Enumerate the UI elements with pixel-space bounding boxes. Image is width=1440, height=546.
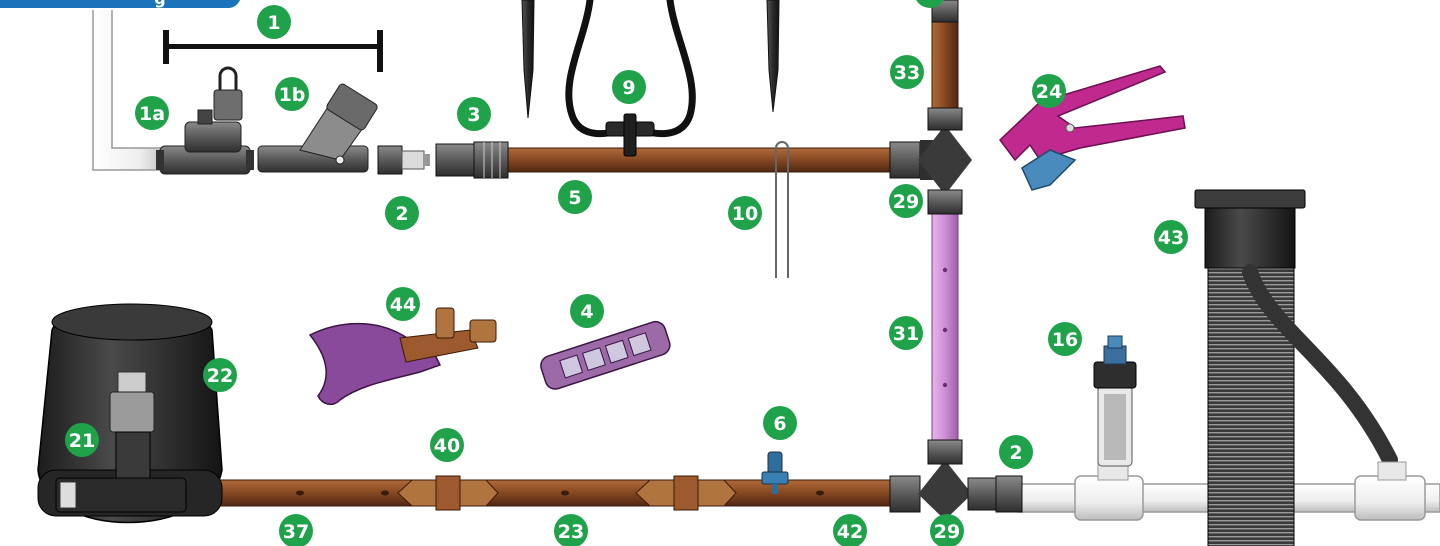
drip-tubing-vertical [932,22,958,112]
svg-text:3: 3 [467,104,480,126]
marker-29-bottom: 29 [930,514,964,546]
svg-text:23: 23 [558,521,584,543]
svg-text:4: 4 [580,301,593,323]
marker-29-top: 29 [889,184,923,218]
coupling-40b [636,476,736,510]
svg-text:42: 42 [837,521,863,543]
stake-left [522,0,534,118]
stake-right [767,0,779,112]
svg-text:5: 5 [568,187,581,209]
pressure-regulator [1094,336,1136,466]
pipe-cutter [1000,66,1185,190]
coupling-3 [436,142,508,178]
valve-1a [156,68,254,174]
svg-text:22: 22 [207,365,233,387]
marker-42: 42 [833,514,867,546]
adapter-bottom [996,476,1022,512]
marker-44: 44 [386,287,420,321]
marker-2-bottom: 2 [999,435,1033,469]
svg-text:1a: 1a [139,103,165,125]
marker-1: 1 [257,5,291,39]
svg-text:1b: 1b [279,84,306,106]
section-badge: g [0,0,242,9]
marker-43: 43 [1154,220,1188,254]
marker-1b: 1b [275,77,309,111]
svg-text:29: 29 [934,521,960,543]
svg-text:21: 21 [69,430,95,452]
svg-text:6: 6 [773,413,786,435]
svg-text:24: 24 [1036,81,1062,103]
marker-5: 5 [558,180,592,214]
svg-text:9: 9 [622,77,635,99]
svg-text:29: 29 [893,191,919,213]
coupling-40 [398,476,498,510]
supply-pipe [93,0,170,170]
svg-text:1: 1 [267,12,280,34]
section-badge-text: g [154,0,165,8]
marker-37: 37 [279,514,313,546]
drip-tubing-top [505,148,895,172]
number-markers: 1 1a 1b 2 3 5 9 10 33 29 24 43 44 4 31 1… [65,0,1188,546]
insertion-tool [310,308,496,404]
svg-text:10: 10 [732,203,758,225]
drip-tubing-bottom [185,480,897,506]
marker-2-top: 2 [385,196,419,230]
svg-text:40: 40 [434,435,460,457]
marker-4: 4 [570,294,604,328]
marker-3: 3 [457,97,491,131]
tee-fitting-top [890,0,972,214]
marker-40: 40 [430,428,464,462]
svg-text:33: 33 [894,62,920,84]
svg-text:2: 2 [395,203,408,225]
svg-text:37: 37 [283,521,309,543]
adapter-top [378,146,430,174]
pvc-tee-right [1355,462,1425,520]
marker-31: 31 [889,316,923,350]
marker-23: 23 [554,514,588,546]
marker-16: 16 [1048,322,1082,356]
tee-fitting-bottom [890,440,996,520]
pvc-tee-left [1075,462,1143,520]
marker-33: 33 [890,55,924,89]
svg-text:44: 44 [390,294,416,316]
marker-6: 6 [763,406,797,440]
marker-24: 24 [1032,74,1066,108]
marker-10: 10 [728,196,762,230]
marker-9: 9 [612,70,646,104]
tubing-tool [538,319,672,392]
svg-text:16: 16 [1052,329,1078,351]
svg-text:31: 31 [893,323,919,345]
marker-1a: 1a [135,96,169,130]
marker-21: 21 [65,423,99,457]
svg-text:43: 43 [1158,227,1184,249]
svg-text:2: 2 [1009,442,1022,464]
marker-22: 22 [203,358,237,392]
